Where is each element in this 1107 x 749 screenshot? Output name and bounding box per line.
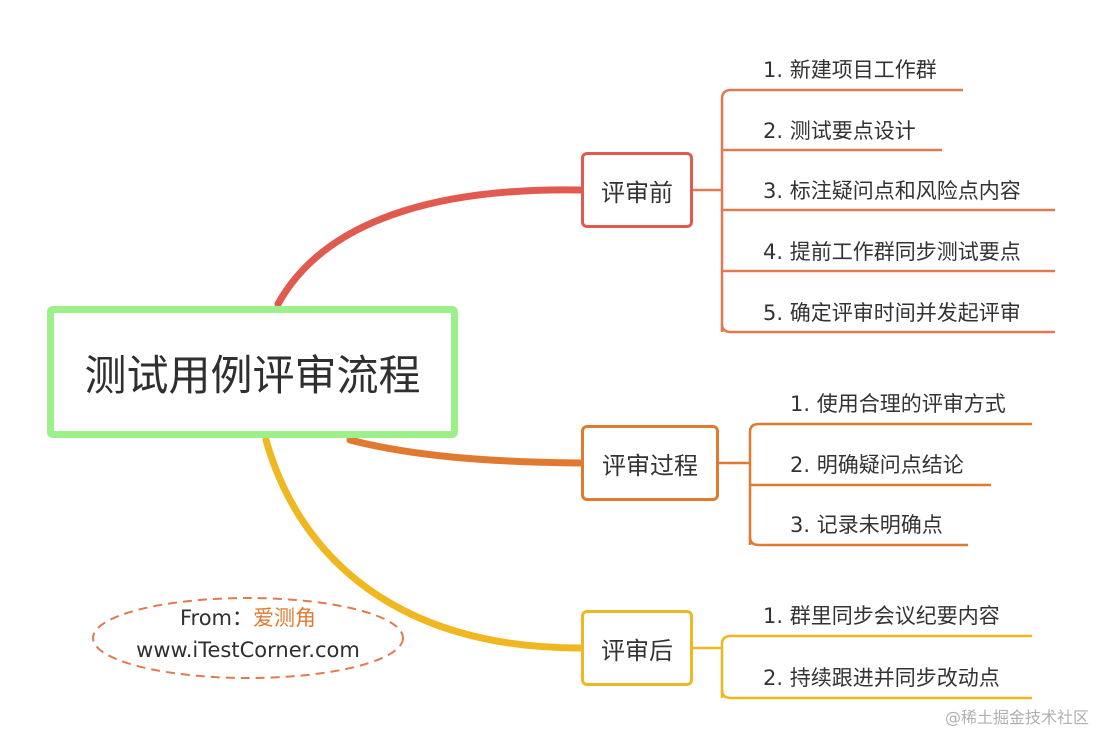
branch-node-during-review: 评审过程 bbox=[581, 425, 719, 501]
source-from-name: 爱测角 bbox=[253, 606, 317, 630]
connector-root-branch-3 bbox=[262, 436, 584, 652]
leaf-item: 1. 使用合理的评审方式 bbox=[790, 392, 1006, 416]
source-note: From：爱测角 www.iTestCorner.com bbox=[93, 596, 403, 680]
source-from-row: From：爱测角 bbox=[93, 602, 403, 634]
branch-2-bracket bbox=[719, 422, 1032, 547]
root-title: 测试用例评审流程 bbox=[84, 350, 421, 400]
branch-1-bracket bbox=[693, 88, 1055, 334]
branch-label: 评审过程 bbox=[602, 451, 698, 480]
source-website: www.iTestCorner.com bbox=[136, 638, 360, 662]
leaf-item: 2. 测试要点设计 bbox=[763, 119, 916, 143]
leaf-item: 2. 持续跟进并同步改动点 bbox=[763, 666, 1000, 690]
leaf-item: 1. 群里同步会议纪要内容 bbox=[763, 604, 1000, 628]
branch-3-bracket bbox=[693, 634, 1032, 700]
leaf-item: 2. 明确疑问点结论 bbox=[790, 453, 964, 477]
branch-node-after-review: 评审后 bbox=[581, 610, 693, 686]
leaf-item: 5. 确定评审时间并发起评审 bbox=[763, 301, 1021, 325]
branch-node-before-review: 评审前 bbox=[581, 152, 693, 228]
leaf-item: 4. 提前工作群同步测试要点 bbox=[763, 240, 1021, 264]
connector-root-branch-2 bbox=[346, 436, 584, 467]
leaf-item: 1. 新建项目工作群 bbox=[763, 58, 937, 82]
leaf-item: 3. 标注疑问点和风险点内容 bbox=[763, 179, 1021, 203]
source-ellipse bbox=[92, 597, 404, 679]
root-node: 测试用例评审流程 bbox=[47, 306, 458, 438]
leaf-item: 3. 记录未明确点 bbox=[790, 513, 943, 537]
watermark: @稀土掘金技术社区 bbox=[944, 708, 1089, 727]
branch-label: 评审后 bbox=[601, 636, 673, 665]
connector-root-branch-1 bbox=[274, 186, 584, 308]
branch-label: 评审前 bbox=[601, 178, 673, 207]
source-from-label: From： bbox=[179, 606, 254, 630]
